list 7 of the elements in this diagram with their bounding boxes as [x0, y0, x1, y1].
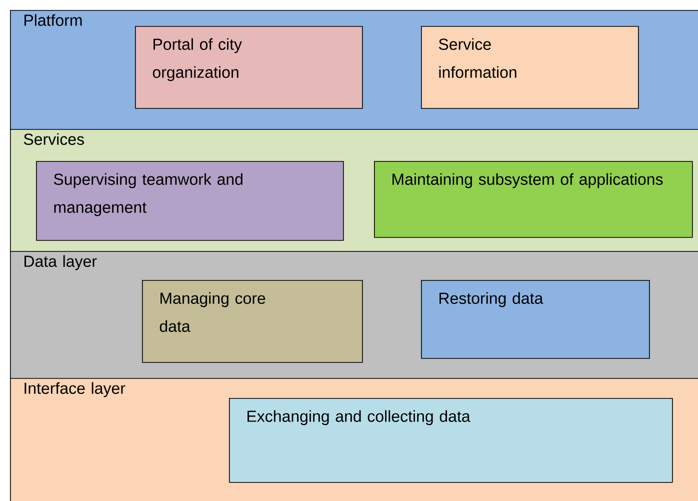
component-box: Maintaining subsystem of applications: [374, 161, 693, 238]
component-box: Restoring data: [421, 280, 650, 359]
component-box: Supervising teamwork and management: [36, 161, 344, 241]
component-box: Exchanging and collecting data: [229, 398, 673, 483]
component-box: Portal of city organization: [135, 26, 363, 109]
component-box: Managing core data: [142, 280, 363, 363]
component-box: Service information: [421, 26, 639, 109]
